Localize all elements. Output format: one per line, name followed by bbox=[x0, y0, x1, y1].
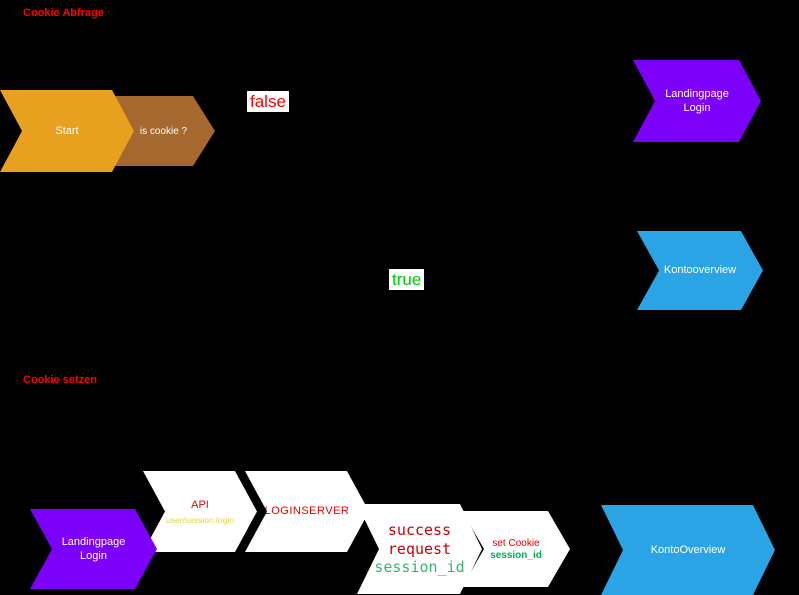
node-api[interactable]: API user/session.login bbox=[143, 471, 257, 552]
node-api-endpoint-label: user/session.login bbox=[165, 514, 235, 525]
node-loginserver-label: LOGINSERVER bbox=[264, 505, 350, 518]
node-set-cookie-session-label: session_id bbox=[490, 549, 542, 561]
node-api-label: API bbox=[191, 499, 209, 512]
node-landingpage-login-top-label: Landingpage Login bbox=[665, 87, 729, 114]
node-login-response-session-label: session_id bbox=[374, 558, 465, 577]
node-start[interactable]: Start bbox=[0, 90, 134, 172]
node-login-response[interactable]: success request session_id bbox=[357, 504, 482, 594]
node-is-cookie-label: is cookie ? bbox=[139, 125, 188, 137]
section-title-cookie-abfrage: Cookie Abfrage bbox=[23, 7, 104, 19]
node-landingpage-login-top[interactable]: Landingpage Login bbox=[633, 60, 761, 142]
branch-label-true: true bbox=[389, 269, 425, 290]
node-loginserver[interactable]: LOGINSERVER bbox=[245, 471, 369, 552]
node-kontooverview-bottom-label: KontoOverview bbox=[650, 543, 726, 556]
section-title-cookie-setzen: Cookie setzen bbox=[23, 374, 97, 386]
node-kontooverview-top[interactable]: Kontooverview bbox=[637, 231, 763, 310]
node-login-response-label: success request bbox=[387, 520, 452, 558]
node-set-cookie-label: set Cookie bbox=[492, 537, 540, 549]
branch-label-false: false bbox=[247, 91, 289, 112]
node-landingpage-login-bottom-label: Landingpage Login bbox=[61, 535, 126, 562]
node-start-label: Start bbox=[55, 124, 79, 137]
node-landingpage-login-bottom[interactable]: Landingpage Login bbox=[30, 509, 157, 589]
node-kontooverview-bottom[interactable]: KontoOverview bbox=[601, 505, 775, 595]
node-kontooverview-top-label: Kontooverview bbox=[663, 264, 737, 277]
